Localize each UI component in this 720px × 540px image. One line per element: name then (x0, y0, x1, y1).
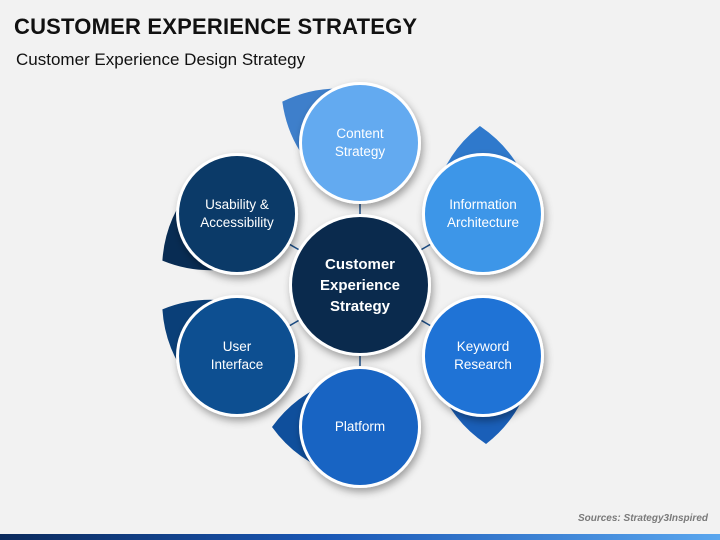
node-label-usability-accessibility: Usability & Accessibility (200, 196, 274, 230)
center-circle (292, 217, 428, 353)
node-label-information-architecture: Information Architecture (446, 196, 519, 230)
source-note: Sources: Strategy3Inspired (577, 513, 708, 524)
user-interface-circle (179, 298, 296, 414)
usability-accessibility-circle (179, 156, 296, 272)
node-label-keyword-research: Keyword Research (454, 338, 512, 372)
node-label-platform: Platform (334, 418, 386, 434)
node-label-content-strategy: Content Strategy (334, 125, 386, 159)
center-label: Customer Experience Strategy (319, 255, 401, 315)
information-architecture-circle (424, 156, 541, 272)
bottom-accent-bar (0, 534, 720, 540)
page-subtitle: Customer Experience Design Strategy (16, 50, 306, 69)
node-circles (176, 82, 544, 488)
keyword-research-circle (424, 298, 541, 414)
content-strategy-circle (302, 85, 418, 201)
platform-circle (302, 369, 418, 485)
node-label-user-interface: User Interface (210, 338, 264, 372)
page-title: CUSTOMER EXPERIENCE STRATEGY (14, 14, 418, 39)
